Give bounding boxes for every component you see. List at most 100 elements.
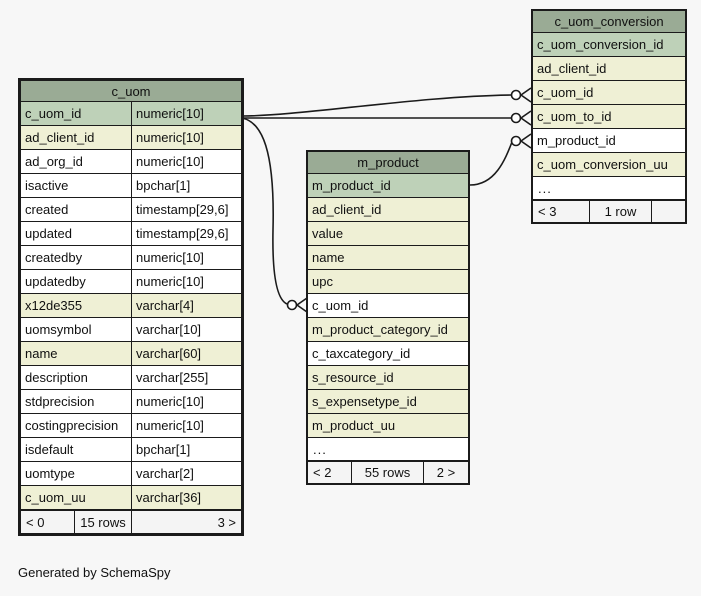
table-c_uom-prev-button[interactable]: < 0 <box>21 511 75 533</box>
column-name: upc <box>312 274 333 289</box>
table-c_uom_conversion-row-count: 1 row <box>590 201 652 222</box>
column-name: isactive <box>21 174 132 197</box>
column-name: updated <box>21 222 132 245</box>
column-type: bpchar[1] <box>136 442 191 457</box>
column-name: updatedby <box>21 270 132 293</box>
column-name: m_product_uu <box>312 418 396 433</box>
column-type: numeric[10] <box>136 106 204 121</box>
edge-c_uom-to-c_uom_conversion-c_uom_to_id <box>242 110 532 126</box>
table-c_uom_conversion-row-c_uom_conversion_id[interactable]: c_uom_conversion_id <box>533 33 685 57</box>
table-c_uom[interactable]: c_uom c_uom_id numeric[10] ad_client_id … <box>18 78 244 536</box>
table-c_uom_conversion-row-c_uom_conversion_uu[interactable]: c_uom_conversion_uu <box>533 153 685 177</box>
table-c_uom_conversion[interactable]: c_uom_conversion c_uom_conversion_id ad_… <box>531 9 687 224</box>
column-name: c_uom_uu <box>21 486 132 509</box>
table-c_uom-row-updated[interactable]: updated timestamp[29,6] <box>21 222 241 246</box>
table-m_product-prev-button[interactable]: < 2 <box>308 462 352 483</box>
table-c_uom-row-uomsymbol[interactable]: uomsymbol varchar[10] <box>21 318 241 342</box>
column-type: varchar[4] <box>136 298 194 313</box>
table-m_product-row-c_uom_id[interactable]: c_uom_id <box>308 294 468 318</box>
column-name: uomtype <box>21 462 132 485</box>
column-type: numeric[10] <box>136 274 204 289</box>
column-name: x12de355 <box>21 294 132 317</box>
table-c_uom-next-button[interactable]: 3 > <box>217 514 236 530</box>
edge-c_uom-to-m_product-c_uom_id <box>241 117 308 313</box>
table-m_product-row-s_resource_id[interactable]: s_resource_id <box>308 366 468 390</box>
table-m_product-row-c_taxcategory_id[interactable]: c_taxcategory_id <box>308 342 468 366</box>
column-type: bpchar[1] <box>136 178 191 193</box>
table-c_uom-row-created[interactable]: created timestamp[29,6] <box>21 198 241 222</box>
column-name: c_uom_id <box>21 102 132 125</box>
table-c_uom-row-createdby[interactable]: createdby numeric[10] <box>21 246 241 270</box>
column-name: createdby <box>21 246 132 269</box>
column-name: c_taxcategory_id <box>312 346 411 361</box>
table-c_uom_conversion-next-button[interactable] <box>652 201 685 222</box>
table-m_product-more-columns: ... <box>308 438 468 461</box>
column-name: ad_client_id <box>537 61 607 76</box>
table-c_uom-row-description[interactable]: description varchar[255] <box>21 366 241 390</box>
table-c_uom-row-updatedby[interactable]: updatedby numeric[10] <box>21 270 241 294</box>
column-type: varchar[255] <box>136 370 209 385</box>
table-c_uom-row-x12de355[interactable]: x12de355 varchar[4] <box>21 294 241 318</box>
column-name: isdefault <box>21 438 132 461</box>
column-name: description <box>21 366 132 389</box>
table-m_product-row-ad_client_id[interactable]: ad_client_id <box>308 198 468 222</box>
column-name: value <box>312 226 344 241</box>
table-c_uom-footer: < 0 15 rows 3 > <box>21 510 241 533</box>
column-name: ad_client_id <box>21 126 132 149</box>
column-name: created <box>21 198 132 221</box>
column-name: c_uom_id <box>312 298 369 313</box>
column-type: numeric[10] <box>136 250 204 265</box>
table-c_uom_conversion-row-m_product_id[interactable]: m_product_id <box>533 129 685 153</box>
column-type: varchar[2] <box>136 466 194 481</box>
table-c_uom-row-costingprecision[interactable]: costingprecision numeric[10] <box>21 414 241 438</box>
table-c_uom-row-isactive[interactable]: isactive bpchar[1] <box>21 174 241 198</box>
column-name: c_uom_conversion_id <box>537 37 664 52</box>
column-name: c_uom_conversion_uu <box>537 157 668 172</box>
column-name: s_expensetype_id <box>312 394 417 409</box>
column-name: ad_org_id <box>21 150 132 173</box>
column-type: timestamp[29,6] <box>136 202 229 217</box>
column-name: name <box>312 250 345 265</box>
table-c_uom-row-name[interactable]: name varchar[60] <box>21 342 241 366</box>
column-name: costingprecision <box>21 414 132 437</box>
column-type: varchar[36] <box>136 490 202 505</box>
table-c_uom-row-isdefault[interactable]: isdefault bpchar[1] <box>21 438 241 462</box>
table-m_product-row-name[interactable]: name <box>308 246 468 270</box>
table-c_uom_conversion-more-columns: ... <box>533 177 685 200</box>
table-c_uom-row-c_uom_id[interactable]: c_uom_id numeric[10] <box>21 102 241 126</box>
table-m_product[interactable]: m_product m_product_id ad_client_id valu… <box>306 150 470 485</box>
table-c_uom_conversion-row-ad_client_id[interactable]: ad_client_id <box>533 57 685 81</box>
table-c_uom-row-ad_client_id[interactable]: ad_client_id numeric[10] <box>21 126 241 150</box>
table-c_uom-row-ad_org_id[interactable]: ad_org_id numeric[10] <box>21 150 241 174</box>
table-m_product-row-count: 55 rows <box>352 462 424 483</box>
column-name: m_product_category_id <box>312 322 448 337</box>
column-type: numeric[10] <box>136 130 204 145</box>
edge-m_product-to-c_uom_conversion-m_product_id <box>469 133 532 186</box>
table-c_uom_conversion-prev-button[interactable]: < 3 <box>533 201 590 222</box>
table-m_product-row-m_product_uu[interactable]: m_product_uu <box>308 414 468 438</box>
table-c_uom_conversion-row-c_uom_to_id[interactable]: c_uom_to_id <box>533 105 685 129</box>
column-name: stdprecision <box>21 390 132 413</box>
table-c_uom_conversion-row-c_uom_id[interactable]: c_uom_id <box>533 81 685 105</box>
column-name: c_uom_to_id <box>537 109 612 124</box>
column-type: varchar[10] <box>136 322 202 337</box>
column-type: varchar[60] <box>136 346 202 361</box>
column-name: s_resource_id <box>312 370 394 385</box>
column-type: timestamp[29,6] <box>136 226 229 241</box>
column-name: c_uom_id <box>537 85 594 100</box>
table-m_product-next-button[interactable]: 2 > <box>436 465 456 480</box>
table-m_product-row-m_product_id[interactable]: m_product_id <box>308 174 468 198</box>
table-c_uom-row-uomtype[interactable]: uomtype varchar[2] <box>21 462 241 486</box>
column-type: numeric[10] <box>136 154 204 169</box>
table-m_product-row-m_product_category_id[interactable]: m_product_category_id <box>308 318 468 342</box>
edge-c_uom-to-c_uom_conversion-c_uom_id <box>241 87 532 117</box>
table-c_uom-row-c_uom_uu[interactable]: c_uom_uu varchar[36] <box>21 486 241 510</box>
table-c_uom-row-stdprecision[interactable]: stdprecision numeric[10] <box>21 390 241 414</box>
table-m_product-row-value[interactable]: value <box>308 222 468 246</box>
column-name: m_product_id <box>312 178 391 193</box>
column-type: numeric[10] <box>136 418 204 433</box>
table-c_uom-title: c_uom <box>21 81 241 102</box>
table-m_product-row-s_expensetype_id[interactable]: s_expensetype_id <box>308 390 468 414</box>
table-m_product-row-upc[interactable]: upc <box>308 270 468 294</box>
